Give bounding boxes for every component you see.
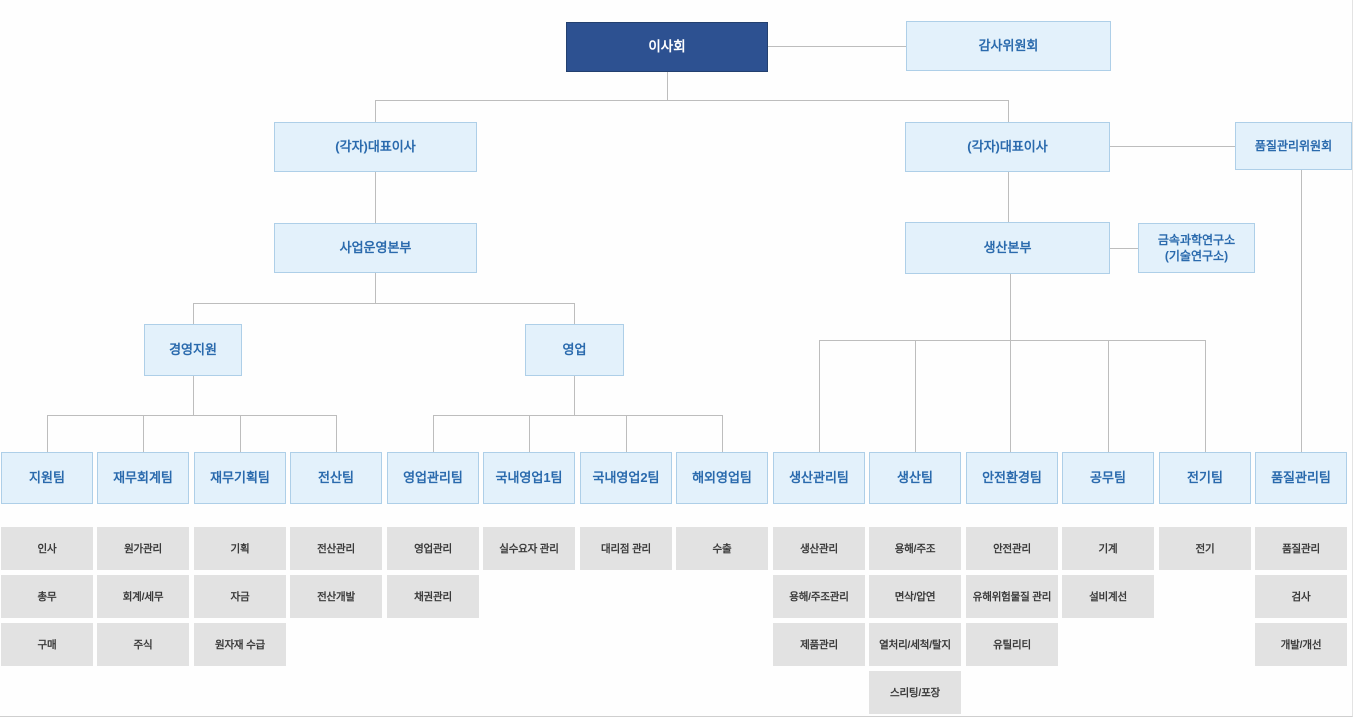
node-audit-committee: 감사위원회 [906, 21, 1111, 71]
connector-line [1110, 146, 1235, 147]
team-box-sales-admin: 영업관리팀 [387, 452, 479, 504]
function-box: 원자재 수급 [194, 623, 286, 666]
team-box-engineering: 공무팀 [1062, 452, 1154, 504]
team-box-it: 전산팀 [290, 452, 382, 504]
connector-line [143, 415, 144, 452]
function-box: 실수요자 관리 [483, 527, 575, 570]
function-box: 영업관리 [387, 527, 479, 570]
function-box: 제품관리 [773, 623, 865, 666]
connector-line [574, 376, 575, 415]
connector-line [1008, 100, 1009, 122]
connector-line [47, 415, 48, 452]
function-box: 전기 [1159, 527, 1251, 570]
connector-line [240, 415, 241, 452]
connector-line [336, 415, 337, 452]
connector-line [819, 340, 1205, 341]
team-box-support: 지원팀 [1, 452, 93, 504]
node-quality-committee: 품질관리위원회 [1235, 122, 1352, 170]
function-box: 총무 [1, 575, 93, 618]
connector-line [375, 273, 376, 303]
function-box: 채권관리 [387, 575, 479, 618]
connector-line [819, 340, 820, 452]
team-box-quality-mgmt: 품질관리팀 [1255, 452, 1347, 504]
connector-line [722, 415, 723, 452]
function-box: 수출 [676, 527, 768, 570]
function-box: 인사 [1, 527, 93, 570]
node-production-hq: 생산본부 [905, 222, 1110, 274]
node-ceo-right: (각자)대표이사 [905, 122, 1110, 172]
function-box: 유틸리티 [966, 623, 1058, 666]
team-box-overseas-sales: 해외영업팀 [676, 452, 768, 504]
team-box-safety-env: 안전환경팀 [966, 452, 1058, 504]
team-box-domestic-sales-2: 국내영업2팀 [580, 452, 672, 504]
function-box: 대리점 관리 [580, 527, 672, 570]
team-box-electrical: 전기팀 [1159, 452, 1251, 504]
node-mgmt-support: 경영지원 [144, 324, 242, 376]
team-box-production: 생산팀 [869, 452, 961, 504]
connector-line [626, 415, 627, 452]
connector-line [1205, 340, 1206, 452]
function-box: 면삭/압연 [869, 575, 961, 618]
function-box: 설비계선 [1062, 575, 1154, 618]
connector-line [193, 303, 194, 324]
node-sales-division: 영업 [525, 324, 624, 376]
function-box: 주식 [97, 623, 189, 666]
function-box: 자금 [194, 575, 286, 618]
connector-line [768, 46, 906, 47]
connector-line [574, 303, 575, 324]
connector-line [47, 415, 336, 416]
function-box: 열처리/세척/탈지 [869, 623, 961, 666]
function-box: 용해/주조관리 [773, 575, 865, 618]
connector-line [375, 172, 376, 223]
node-research-institute: 금속과학연구소 (기술연구소) [1138, 223, 1255, 273]
function-box: 안전관리 [966, 527, 1058, 570]
function-box: 전산관리 [290, 527, 382, 570]
function-box: 원가관리 [97, 527, 189, 570]
function-box: 회계/세무 [97, 575, 189, 618]
connector-line [433, 415, 722, 416]
function-box: 생산관리 [773, 527, 865, 570]
connector-line [193, 376, 194, 415]
team-box-finance-planning: 재무기획팀 [194, 452, 286, 504]
team-box-production-mgmt: 생산관리팀 [773, 452, 865, 504]
connector-line [375, 100, 1008, 101]
connector-line [1008, 172, 1009, 222]
function-box: 스리팅/포장 [869, 671, 961, 714]
node-ceo-left: (각자)대표이사 [274, 122, 477, 172]
connector-line [433, 415, 434, 452]
function-box: 전산개발 [290, 575, 382, 618]
connector-line [193, 303, 575, 304]
node-board: 이사회 [566, 22, 768, 72]
connector-line [667, 72, 668, 100]
node-business-hq: 사업운영본부 [274, 223, 477, 273]
function-box: 유해위험물질 관리 [966, 575, 1058, 618]
function-box: 기계 [1062, 527, 1154, 570]
function-box: 품질관리 [1255, 527, 1347, 570]
team-box-finance-accounting: 재무회계팀 [97, 452, 189, 504]
connector-line [1010, 273, 1011, 452]
function-box: 개발/개선 [1255, 623, 1347, 666]
function-box: 기획 [194, 527, 286, 570]
function-box: 구매 [1, 623, 93, 666]
connector-line [915, 340, 916, 452]
function-box: 용해/주조 [869, 527, 961, 570]
team-box-domestic-sales-1: 국내영업1팀 [483, 452, 575, 504]
connector-line [1301, 170, 1302, 452]
connector-line [1108, 340, 1109, 452]
function-box: 검사 [1255, 575, 1347, 618]
connector-line [529, 415, 530, 452]
connector-line [1110, 248, 1138, 249]
connector-line [375, 100, 376, 122]
